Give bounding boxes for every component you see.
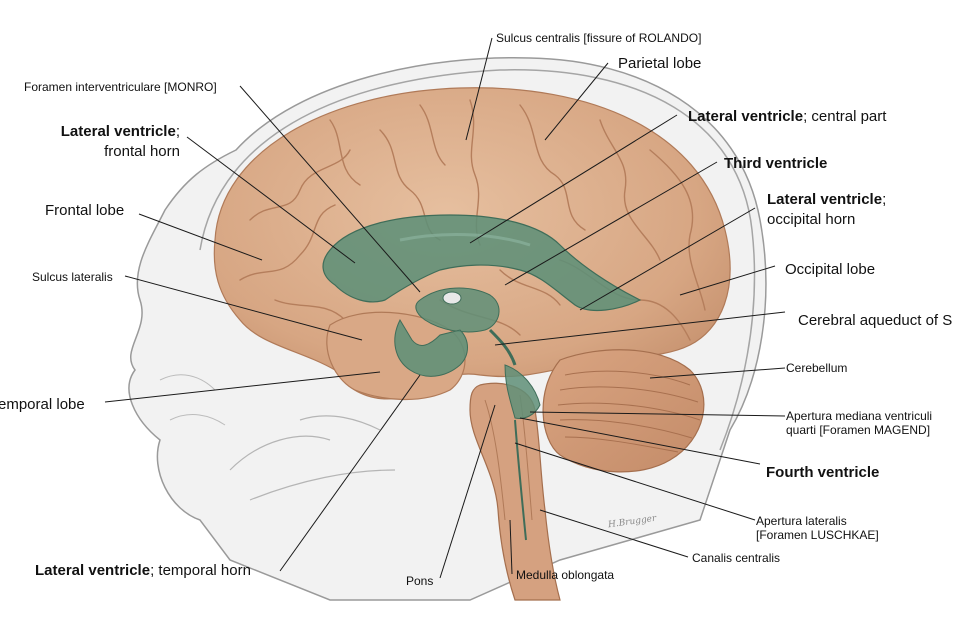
label-frontal-lobe: Frontal lobe xyxy=(45,202,125,219)
label-apertura-lateralis: Apertura lateralis [Foramen LUSCHKAE] xyxy=(756,514,879,543)
label-fourth-ventricle: Fourth ventricle xyxy=(766,464,880,481)
label-cerebral-aqueduct: Cerebral aqueduct of S xyxy=(798,312,953,329)
label-lv-temporal-rest: ; temporal horn xyxy=(150,562,251,579)
label-pons: Pons xyxy=(406,574,434,588)
gyri xyxy=(239,99,706,341)
cerebellum-folia xyxy=(557,370,701,453)
label-apertura-mediana-line1: Apertura mediana ventriculi xyxy=(786,409,933,423)
central-canal xyxy=(514,419,527,541)
cerebellum-shape xyxy=(542,349,705,473)
label-apertura-lateralis-line2: [Foramen LUSCHKAE] xyxy=(756,528,879,543)
label-foramen-interventriculare: Foramen interventriculare [MONRO] xyxy=(24,80,217,94)
central-part-highlight xyxy=(399,233,531,247)
label-lv-frontal-semi: ; xyxy=(175,123,180,140)
label-lv-occipital-line2: occipital horn xyxy=(767,211,856,228)
fourth-ventricle-shape xyxy=(504,364,541,419)
skull-outline xyxy=(199,69,756,451)
third-ventricle-shape xyxy=(415,287,500,333)
label-lateral-ventricle-central-part: Lateral ventricle; central part xyxy=(688,108,886,126)
label-lv-frontal-line2: frontal horn xyxy=(104,143,180,160)
label-lv-central-rest: ; central part xyxy=(803,108,887,125)
interventricular-foramen xyxy=(442,291,462,305)
label-medulla-oblongata: Medulla oblongata xyxy=(516,568,615,582)
label-apertura-lateralis-line1: Apertura lateralis xyxy=(756,514,847,528)
label-lv-occipital-semi: ; xyxy=(882,191,887,208)
label-sulcus-centralis: Sulcus centralis [fissure of ROLANDO] xyxy=(496,31,702,45)
leader-lines xyxy=(104,37,786,579)
label-canalis-centralis: Canalis centralis xyxy=(692,551,781,565)
label-apertura-mediana: Apertura mediana ventriculi quarti [Fora… xyxy=(786,409,932,438)
ventricular-system xyxy=(322,214,642,541)
label-temporal-lobe: emporal lobe xyxy=(0,396,85,413)
label-lv-temporal-bold: Lateral ventricle xyxy=(35,562,151,579)
label-lv-occipital-bold: Lateral ventricle xyxy=(767,191,883,208)
label-parietal-lobe: Parietal lobe xyxy=(618,55,702,72)
temporal-lobe xyxy=(326,311,466,401)
label-apertura-mediana-line2: quarti [Foramen MAGEND] xyxy=(786,423,931,438)
label-lateral-ventricle-frontal-horn: Lateral ventricle; frontal horn xyxy=(46,123,180,161)
label-occipital-lobe: Occipital lobe xyxy=(785,261,876,278)
label-third-ventricle: Third ventricle xyxy=(724,155,828,172)
label-lateral-ventricle-temporal-horn: Lateral ventricle; temporal horn xyxy=(35,562,251,580)
label-lv-central-bold: Lateral ventricle xyxy=(688,108,804,125)
label-lateral-ventricle-occipital-horn: Lateral ventricle; occipital horn xyxy=(767,191,886,229)
temporal-horn xyxy=(394,318,468,377)
label-lv-frontal-bold: Lateral ventricle xyxy=(60,123,176,140)
label-sulcus-lateralis: Sulcus lateralis xyxy=(32,270,113,284)
aqueduct xyxy=(488,328,517,366)
label-cerebellum: Cerebellum xyxy=(786,361,848,375)
